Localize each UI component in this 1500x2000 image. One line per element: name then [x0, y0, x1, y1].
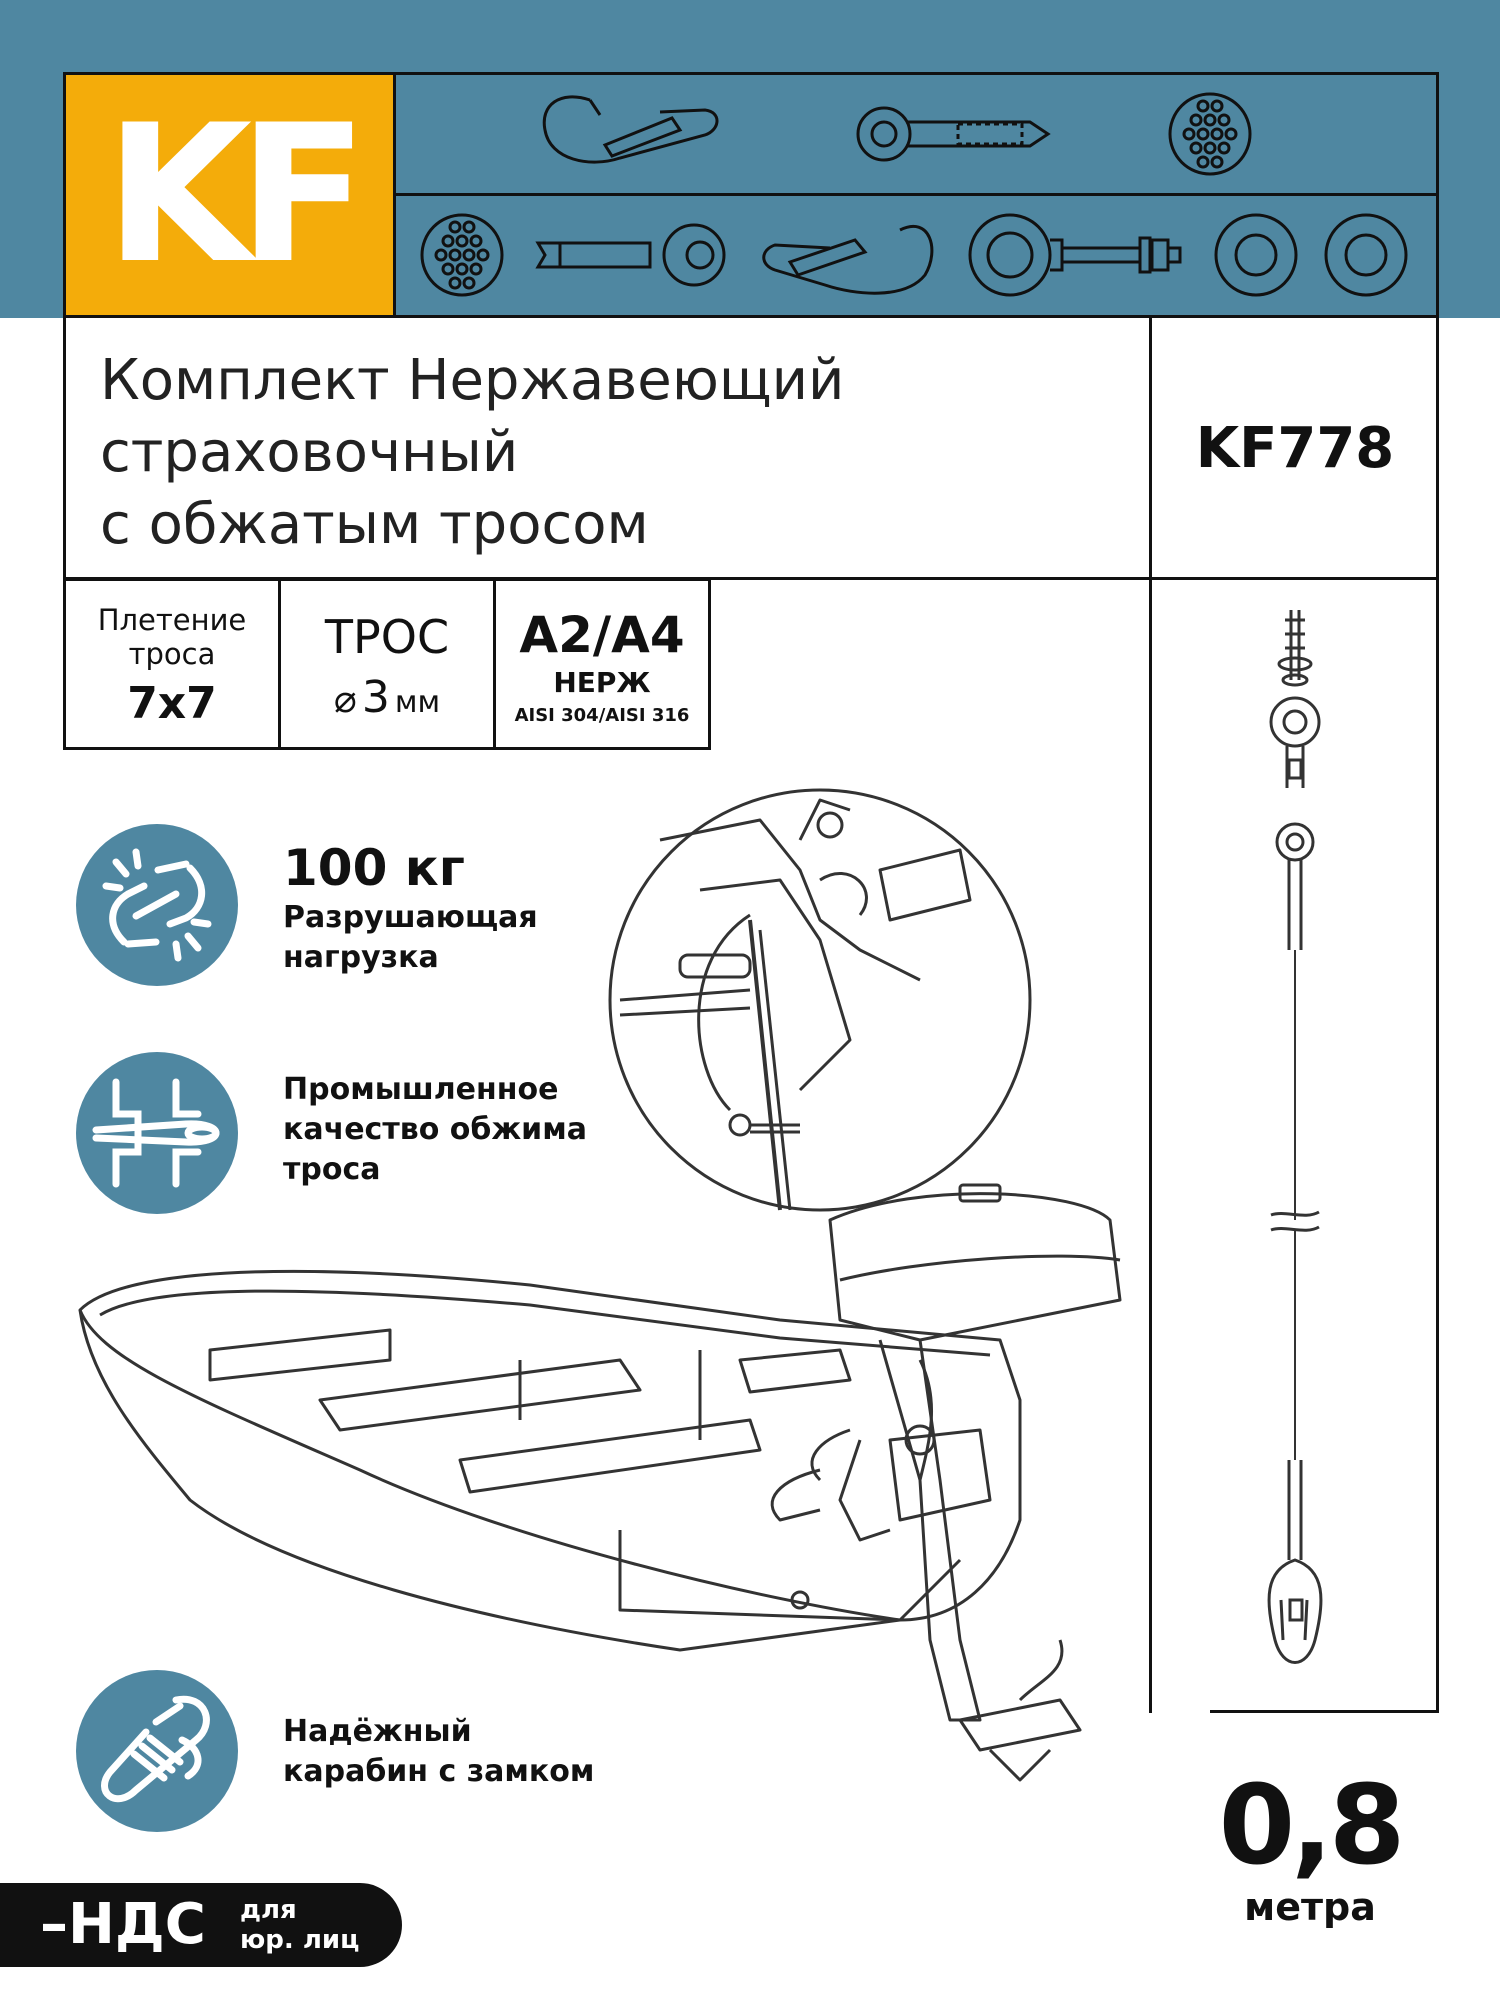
boat-hull	[78, 1269, 1022, 1652]
vat-line: для	[240, 1895, 297, 1925]
diameter-symbol: ⌀	[333, 677, 357, 721]
feature-carabiner: Надёжный карабин с замком	[283, 1712, 594, 1792]
feature-line: троса	[283, 1152, 381, 1187]
vat-line: юр. лиц	[240, 1925, 360, 1955]
wire-cross-section-icon	[420, 213, 504, 297]
carabiner-icon	[542, 95, 719, 164]
spec-steel-grade: A2/A4	[519, 606, 685, 664]
vat-main: –НДС	[40, 1892, 206, 1957]
product-sku: KF778	[1195, 415, 1395, 481]
spec-weave-label: троса	[128, 637, 216, 671]
feature-line: качество обжима	[283, 1112, 587, 1147]
right-frame-line	[1436, 578, 1439, 1713]
spec-cable-label: ТРОС	[324, 610, 450, 664]
spec-steel-label: НЕРЖ	[553, 666, 651, 699]
carabiner-icon	[762, 225, 934, 295]
header-icons	[420, 92, 1408, 297]
spec-steel-standard: AISI 304/AISI 316	[514, 705, 690, 726]
feature-line: Надёжный	[283, 1714, 472, 1749]
length-indicator: 0,8 метра	[1190, 1765, 1430, 1929]
wire-cross-section-icon	[1168, 92, 1252, 176]
carabiner-lock-icon	[76, 1670, 238, 1832]
product-title-line: Комплект Нержавеющий	[100, 348, 845, 413]
length-unit: метра	[1244, 1885, 1376, 1929]
feature-crimp-quality: Промышленное качество обжима троса	[283, 1070, 587, 1190]
cable-kit-illustration	[1267, 610, 1323, 1664]
header-divider	[396, 193, 1439, 196]
diameter-value: 3	[361, 672, 390, 723]
feature-value: 100 кг	[283, 839, 465, 897]
broken-chain-icon	[76, 824, 238, 986]
title-frame	[63, 315, 1439, 580]
logo-text: KF	[104, 84, 368, 305]
feature-line: Промышленное	[283, 1072, 559, 1107]
product-title-line: с обжатым тросом	[100, 492, 649, 557]
title-sku-divider	[1149, 318, 1152, 1713]
length-value: 0,8	[1218, 1761, 1406, 1889]
crimp-sleeve-icon	[76, 1052, 238, 1214]
outboard-motor	[738, 1183, 1122, 1782]
spec-weave-value: 7x7	[127, 678, 217, 729]
inset-detail	[608, 788, 1032, 1212]
feature-line: Разрушающая	[283, 900, 538, 935]
product-title-line: страховочный	[100, 420, 519, 485]
spec-cable-diameter: ⌀ 3 мм	[281, 673, 493, 732]
brand-logo: KF	[63, 72, 396, 318]
eye-bolt-icon	[968, 213, 1182, 297]
spec-steel: A2/A4 НЕРЖ AISI 304/AISI 316	[493, 578, 711, 750]
vat-badge: –НДС для юр. лиц	[0, 1883, 402, 1967]
spec-cable: ТРОС ⌀ 3 мм	[278, 578, 496, 750]
diameter-unit: мм	[394, 685, 441, 720]
feature-line: нагрузка	[283, 940, 439, 975]
spec-weave-label: Плетение	[97, 603, 247, 637]
eye-terminal-icon	[856, 106, 1051, 162]
feature-breaking-load: 100 кг Разрушающая нагрузка	[283, 838, 538, 978]
washer-icon	[1214, 213, 1408, 297]
product-title: Комплект Нержавеющий страховочный с обжа…	[100, 345, 844, 561]
spec-weave: Плетение троса 7x7	[63, 578, 281, 750]
feature-line: карабин с замком	[283, 1754, 595, 1789]
boat-illustration	[78, 788, 1122, 1782]
right-frame-bottom	[1210, 1710, 1439, 1713]
eye-terminal-icon	[535, 223, 726, 287]
